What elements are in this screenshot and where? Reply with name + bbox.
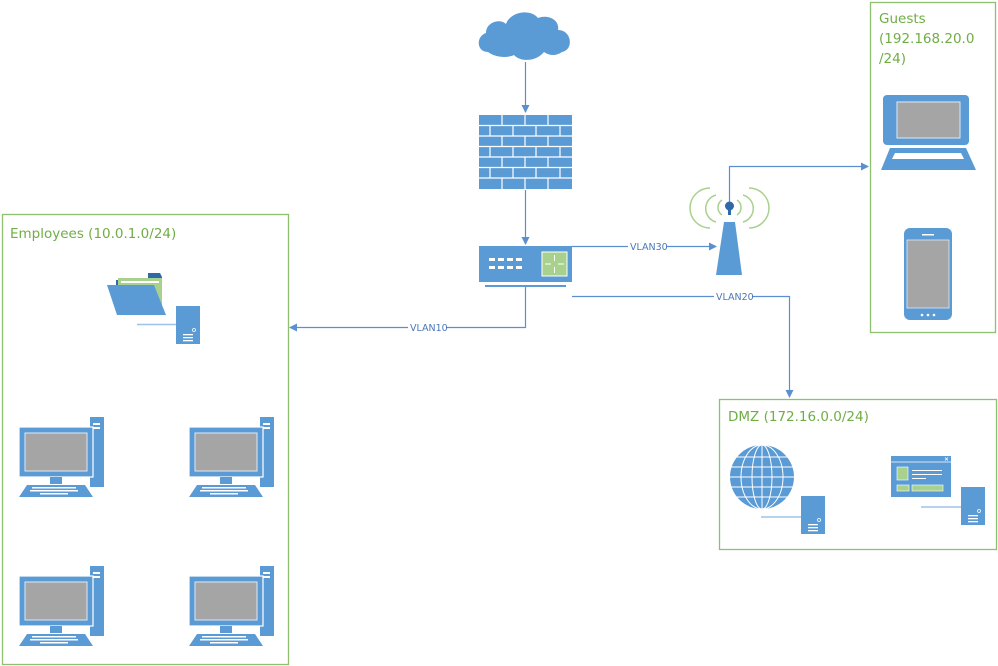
firewall-icon[interactable]: [479, 115, 572, 189]
vlan20-label: VLAN20: [716, 292, 754, 303]
smartphone-icon[interactable]: [904, 228, 952, 320]
zone-employees-label: Employees (10.0.1.0/24): [10, 226, 176, 242]
cloud-icon[interactable]: [478, 12, 570, 60]
connector-vlan20: VLAN20: [572, 290, 794, 398]
zone-employees: Employees (10.0.1.0/24): [1, 213, 290, 666]
zone-dmz-label: DMZ (172.16.0.0/24): [728, 409, 869, 425]
desktop-computer-icon[interactable]: [18, 565, 105, 647]
web-server-icon[interactable]: [730, 444, 826, 535]
desktop-computer-icon[interactable]: [188, 565, 275, 647]
connector-vlan30: VLAN30: [572, 240, 717, 253]
vlan30-label: VLAN30: [630, 242, 668, 253]
zone-guests: Guests (192.168.20.0 /24): [869, 1, 997, 334]
desktop-computer-icon[interactable]: [188, 416, 275, 498]
wireless-access-point-icon[interactable]: [689, 187, 770, 275]
switch-icon[interactable]: [479, 246, 572, 287]
connector-ap-guests: [728, 162, 869, 204]
laptop-icon[interactable]: [881, 95, 976, 170]
zone-guests-label-line1: Guests: [879, 11, 926, 27]
zone-guests-label-line2: (192.168.20.0: [879, 31, 974, 47]
application-server-icon[interactable]: [891, 456, 986, 526]
zone-guests-label-line3: /24): [879, 51, 906, 67]
file-server-icon[interactable]: [107, 273, 201, 345]
zone-dmz: DMZ (172.16.0.0/24): [718, 398, 998, 551]
vlan10-label: VLAN10: [410, 323, 448, 334]
desktop-computer-icon[interactable]: [18, 416, 105, 498]
connector-vlan10: VLAN10: [289, 287, 527, 334]
